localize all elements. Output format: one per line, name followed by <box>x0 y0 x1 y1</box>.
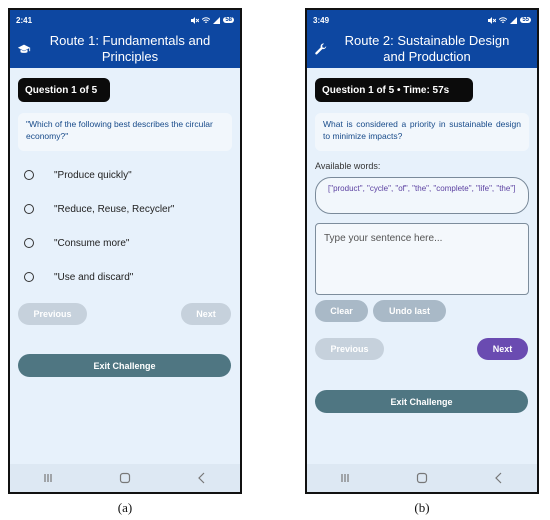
question-counter: Question 1 of 5 • Time: 57s <box>315 78 473 102</box>
phone-screen-a: 2:41 58 Route 1: Fundamentals and Princi… <box>8 8 242 494</box>
battery-indicator: 58 <box>223 17 234 23</box>
status-time: 2:41 <box>16 15 33 25</box>
status-time: 3:49 <box>313 15 330 25</box>
mute-icon <box>191 16 200 24</box>
back-icon[interactable] <box>492 471 506 485</box>
radio-button[interactable] <box>24 170 34 180</box>
system-nav-bar <box>307 464 537 492</box>
option-4[interactable]: "Use and discard" <box>24 269 133 285</box>
exit-challenge-button[interactable]: Exit Challenge <box>315 390 528 413</box>
exit-challenge-button[interactable]: Exit Challenge <box>18 354 231 377</box>
question-counter: Question 1 of 5 <box>18 78 110 102</box>
word-bank[interactable]: ["product", "cycle", "of", "the", "compl… <box>315 177 529 214</box>
signal-icon <box>213 16 221 24</box>
available-words-label: Available words: <box>315 161 381 171</box>
mute-icon <box>488 16 497 24</box>
previous-button[interactable]: Previous <box>315 338 384 360</box>
status-bar: 3:49 55 <box>307 10 537 30</box>
radio-button[interactable] <box>24 272 34 282</box>
system-nav-bar <box>10 464 240 492</box>
signal-icon <box>510 16 518 24</box>
next-button[interactable]: Next <box>477 338 528 360</box>
wifi-icon <box>202 16 211 23</box>
next-button[interactable]: Next <box>181 303 231 325</box>
status-bar: 2:41 58 <box>10 10 240 30</box>
sentence-input[interactable]: Type your sentence here... <box>315 223 529 295</box>
home-icon[interactable] <box>118 471 132 485</box>
app-bar: Route 1: Fundamentals and Principles <box>10 30 240 68</box>
page-title: Route 1: Fundamentals and Principles <box>49 33 211 64</box>
option-label: "Use and discard" <box>54 271 134 283</box>
phone-screen-b: 3:49 55 Route 2: Sustainable Design and … <box>305 8 539 494</box>
battery-indicator: 55 <box>520 17 531 23</box>
radio-button[interactable] <box>24 238 34 248</box>
status-icons: 58 <box>191 16 234 24</box>
option-label: "Produce quickly" <box>54 169 132 181</box>
wifi-icon <box>499 16 508 23</box>
graduation-cap-icon <box>17 44 31 53</box>
option-label: "Consume more" <box>54 237 130 249</box>
question-text: What is considered a priority in sustain… <box>315 113 529 151</box>
option-label: "Reduce, Reuse, Recycler" <box>54 203 175 215</box>
radio-button[interactable] <box>24 204 34 214</box>
previous-button[interactable]: Previous <box>18 303 87 325</box>
recents-icon[interactable] <box>41 471 55 485</box>
page-title: Route 2: Sustainable Design and Producti… <box>344 33 510 64</box>
undo-last-button[interactable]: Undo last <box>373 300 446 322</box>
caption-a: (a) <box>117 500 133 515</box>
recents-icon[interactable] <box>338 471 352 485</box>
option-3[interactable]: "Consume more" <box>24 235 129 251</box>
option-2[interactable]: "Reduce, Reuse, Recycler" <box>24 201 174 217</box>
back-icon[interactable] <box>195 471 209 485</box>
option-1[interactable]: "Produce quickly" <box>24 167 132 183</box>
home-icon[interactable] <box>415 471 429 485</box>
wrench-icon <box>315 43 327 55</box>
caption-b: (b) <box>414 500 430 515</box>
app-bar: Route 2: Sustainable Design and Producti… <box>307 30 537 68</box>
status-icons: 55 <box>488 16 531 24</box>
clear-button[interactable]: Clear <box>315 300 368 322</box>
question-text: "Which of the following best describes t… <box>18 113 232 151</box>
